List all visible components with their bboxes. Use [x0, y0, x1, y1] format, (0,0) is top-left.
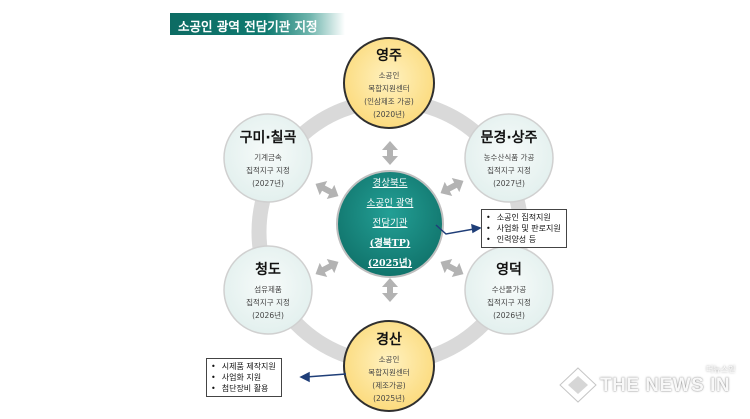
node-yeongdeok-line: 수산물가공 [491, 284, 527, 294]
center-line-1: 경상북도 [372, 178, 408, 189]
center-line-4: (경북TP) [369, 238, 411, 249]
callout-connectors [299, 223, 482, 383]
arrow-lower-right [440, 259, 464, 277]
node-cheongdo-name: 청도 [255, 261, 281, 278]
arrow-top [382, 141, 398, 165]
center-node: 경상북도 소공인 광역 전담기관 (경북TP) (2025년) [340, 172, 440, 276]
title-banner [170, 13, 345, 35]
center-callout-arrowhead [471, 223, 482, 234]
node-mungyeong-sangju-line: 농수산식품 가공 [483, 152, 535, 162]
node-gumi-chilgok-line: 집적지구 지정 [246, 165, 290, 175]
center-line-5: (2025년) [367, 258, 413, 269]
center-callout-item: 사업화 및 판로지원 [486, 223, 561, 234]
node-yeongju-line: 복합지원센터 [368, 84, 410, 93]
node-yeongju-line: (2020년) [373, 110, 405, 119]
node-gumi-chilgok-line: (2027년) [252, 178, 284, 188]
gyeongsan-callout-item: 시제품 제작지원 [211, 361, 276, 372]
center-callout-box: 소공인 집적지원 사업화 및 판로지원 인력양성 등 [481, 209, 567, 248]
node-gyeongsan-line: 복합지원센터 [368, 368, 410, 377]
node-gumi-chilgok-circle [223, 113, 313, 203]
node-yeongju-line: (인삼제조 가공) [364, 97, 414, 106]
node-mungyeong-sangju-line: (2027년) [493, 178, 525, 188]
node-mungyeong-sangju-name: 문경·상주 [480, 129, 538, 146]
node-gyeongsan-line: 소공인 [378, 355, 400, 364]
node-gyeongsan-name: 경산 [376, 332, 402, 348]
gyeongsan-callout-box: 시제품 제작지원 사업화 지원 첨단장비 활용 [206, 358, 282, 397]
node-mungyeong-sangju: 문경·상주 농수산식품 가공 집적지구 지정 (2027년) [465, 124, 553, 192]
node-gumi-chilgok-name: 구미·칠곡 [239, 129, 297, 146]
arrow-bottom [382, 278, 398, 302]
node-yeongju-circle [343, 37, 435, 129]
gyeongsan-callout-arrowhead [299, 371, 310, 383]
node-yeongdeok-line: 집적지구 지정 [487, 297, 531, 307]
node-gumi-chilgok-line: 기계금속 [254, 152, 282, 162]
gyeongsan-callout-line [305, 373, 347, 378]
center-callout-item: 인력양성 등 [486, 234, 561, 245]
node-gyeongsan-line: (2025년) [373, 394, 405, 403]
watermark-small-text: 더뉴스인 [706, 365, 736, 374]
node-cheongdo: 청도 섬유제품 집적지구 지정 (2026년) [224, 256, 312, 324]
node-yeongdeok-name: 영덕 [496, 261, 522, 278]
connector-arrows [382, 141, 398, 302]
center-line-2: 소공인 광역 [366, 198, 414, 209]
arrow-upper-right [440, 178, 464, 196]
node-gyeongsan-circle [343, 320, 435, 412]
node-mungyeong-sangju-line: 집적지구 지정 [487, 165, 531, 175]
node-mungyeong-sangju-circle [464, 113, 554, 203]
center-callout-line [435, 224, 475, 235]
node-cheongdo-line: (2026년) [252, 310, 284, 320]
node-gyeongsan: 경산 소공인 복합지원센터 (제조가공) (2025년) [344, 326, 434, 408]
node-cheongdo-line: 집적지구 지정 [246, 297, 290, 307]
center-callout-item: 소공인 집적지원 [486, 212, 561, 223]
node-yeongju-line: 소공인 [378, 71, 400, 80]
watermark-logo-icon [559, 367, 597, 403]
node-yeongju-name: 영주 [376, 48, 402, 64]
node-gyeongsan-line: (제조가공) [372, 381, 406, 390]
diagram-title: 소공인 광역 전담기관 지정 [178, 19, 318, 34]
node-yeongju: 영주 소공인 복합지원센터 (인삼제조 가공) (2020년) [344, 42, 434, 124]
node-cheongdo-circle [223, 245, 313, 335]
gyeongsan-callout-item: 사업화 지원 [211, 372, 276, 383]
node-gumi-chilgok: 구미·칠곡 기계금속 집적지구 지정 (2027년) [224, 124, 312, 192]
node-cheongdo-line: 섬유제품 [254, 284, 282, 294]
node-yeongdeok: 영덕 수산물가공 집적지구 지정 (2026년) [465, 256, 553, 324]
gyeongsan-callout-item: 첨단장비 활용 [211, 383, 276, 394]
center-circle [336, 170, 444, 278]
watermark-text: THE NEWS IN [600, 375, 731, 396]
node-yeongdeok-line: (2026년) [493, 310, 525, 320]
arrow-upper-left [315, 181, 339, 199]
arrow-lower-left [315, 259, 339, 277]
center-line-3: 전담기관 [372, 218, 408, 229]
